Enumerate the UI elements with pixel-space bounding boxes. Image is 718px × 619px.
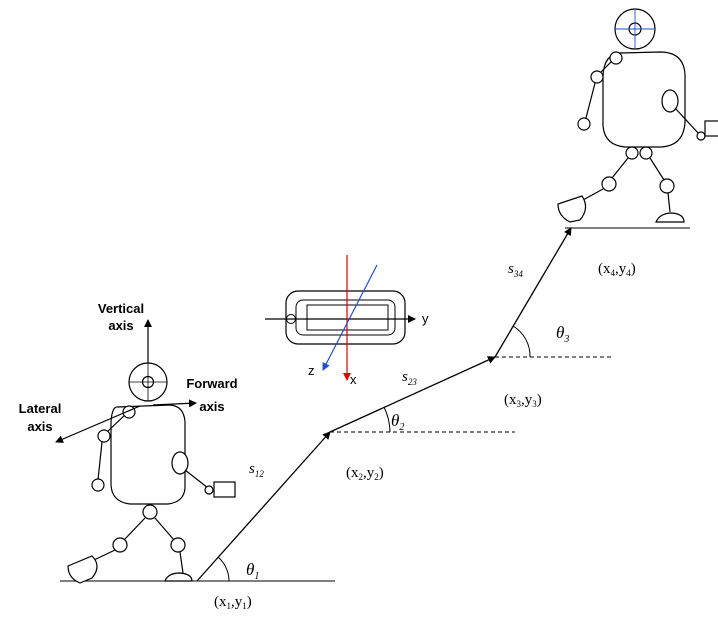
robot-right-shoulder-joint — [609, 51, 623, 65]
robot-right-knee-front — [659, 178, 675, 194]
robot-left-knee-back — [112, 537, 128, 553]
robot-left-thigh-front — [154, 517, 175, 541]
theta3-label: θ3 — [556, 323, 569, 345]
robot-right-torso — [602, 51, 686, 148]
robot-left-hand-r — [91, 478, 105, 492]
robot-right-hand-r — [577, 117, 591, 131]
x-axis-label: x — [350, 372, 357, 387]
robot-left-elbow-r — [97, 429, 111, 443]
point-4-label: (x4,y4) — [598, 261, 636, 278]
robot-right-hand-l — [696, 131, 706, 141]
robot-right-foot-front — [655, 212, 685, 223]
robot-right-forearm-l — [674, 107, 700, 135]
lateral-axis-label-line2: axis — [27, 419, 52, 434]
robot-left-torso — [110, 404, 186, 505]
robot-left — [55, 319, 236, 584]
robot-left-knee-front — [170, 537, 186, 553]
robot-left-foot-front — [164, 572, 193, 582]
body-frame-inset — [265, 255, 416, 381]
theta1-arc — [217, 556, 230, 582]
theta1-label: θ1 — [246, 560, 259, 582]
point-1-label: (x1,y1) — [214, 594, 252, 611]
theta2-arc — [383, 406, 391, 433]
theta3-arc — [512, 325, 531, 358]
forward-axis-arrow — [152, 399, 197, 408]
forward-axis-label-line2: axis — [199, 399, 224, 414]
axis-labels: Vertical axis Forward axis Lateral axis … — [19, 301, 429, 434]
z-axis-label: z — [308, 363, 315, 378]
walking-path — [196, 227, 572, 582]
point-3-label: (x3,y3) — [504, 392, 542, 409]
angle-arcs — [217, 325, 531, 582]
robot-right-shin-back — [582, 188, 604, 201]
y-axis-label: y — [422, 311, 429, 326]
angle-labels: θ1 θ2 θ3 — [246, 323, 569, 582]
s23-label: s23 — [402, 369, 417, 387]
robot-right-foot-back — [557, 195, 587, 223]
robot-left-hand-l — [204, 485, 214, 495]
vertical-axis-label-line1: Vertical — [98, 301, 144, 316]
robot-right-hip-front — [639, 146, 653, 160]
segment-labels: s12 s23 s34 — [249, 261, 523, 479]
robot-left-forearm-r — [97, 441, 103, 481]
robot-right — [557, 8, 718, 223]
robot-left-foot-back — [67, 555, 98, 584]
forward-axis-label-line1: Forward — [186, 376, 237, 391]
robot-left-shin-back — [93, 549, 116, 561]
frame-outer-rect — [285, 290, 406, 345]
robot-right-elbow-r — [590, 70, 604, 84]
robot-left-carried-box — [213, 481, 236, 498]
robot-left-hip — [142, 504, 158, 520]
frame-mid-rect — [295, 299, 396, 336]
robot-left-forearm-l — [184, 469, 209, 489]
robot-left-thigh-back — [123, 517, 146, 541]
robot-right-shoulder-l — [661, 89, 679, 113]
robot-right-carried-box — [704, 120, 718, 137]
robot-right-knee-back — [601, 176, 617, 192]
s34-label: s34 — [508, 261, 523, 279]
robot-left-shin-front — [179, 551, 184, 574]
point-2-label: (x2,y2) — [346, 465, 384, 482]
robot-right-hip-back — [625, 146, 639, 160]
segment-s34 — [494, 227, 572, 358]
z-axis-arrow — [322, 264, 378, 371]
lateral-axis-arrow — [55, 405, 141, 443]
lateral-axis-label-line1: Lateral — [19, 401, 62, 416]
s12-label: s12 — [249, 461, 264, 479]
segment-s23 — [329, 356, 496, 433]
segment-s12 — [196, 431, 331, 582]
robot-right-thigh-back — [611, 157, 629, 179]
robot-right-thigh-front — [649, 157, 665, 181]
theta2-label: θ2 — [391, 411, 404, 433]
robot-right-upper-arm-r — [600, 61, 612, 73]
robot-right-forearm-r — [585, 82, 596, 119]
robot-left-shoulder-l — [171, 451, 189, 475]
robot-right-shin-front — [667, 192, 671, 213]
vertical-axis-label-line2: axis — [108, 318, 133, 333]
